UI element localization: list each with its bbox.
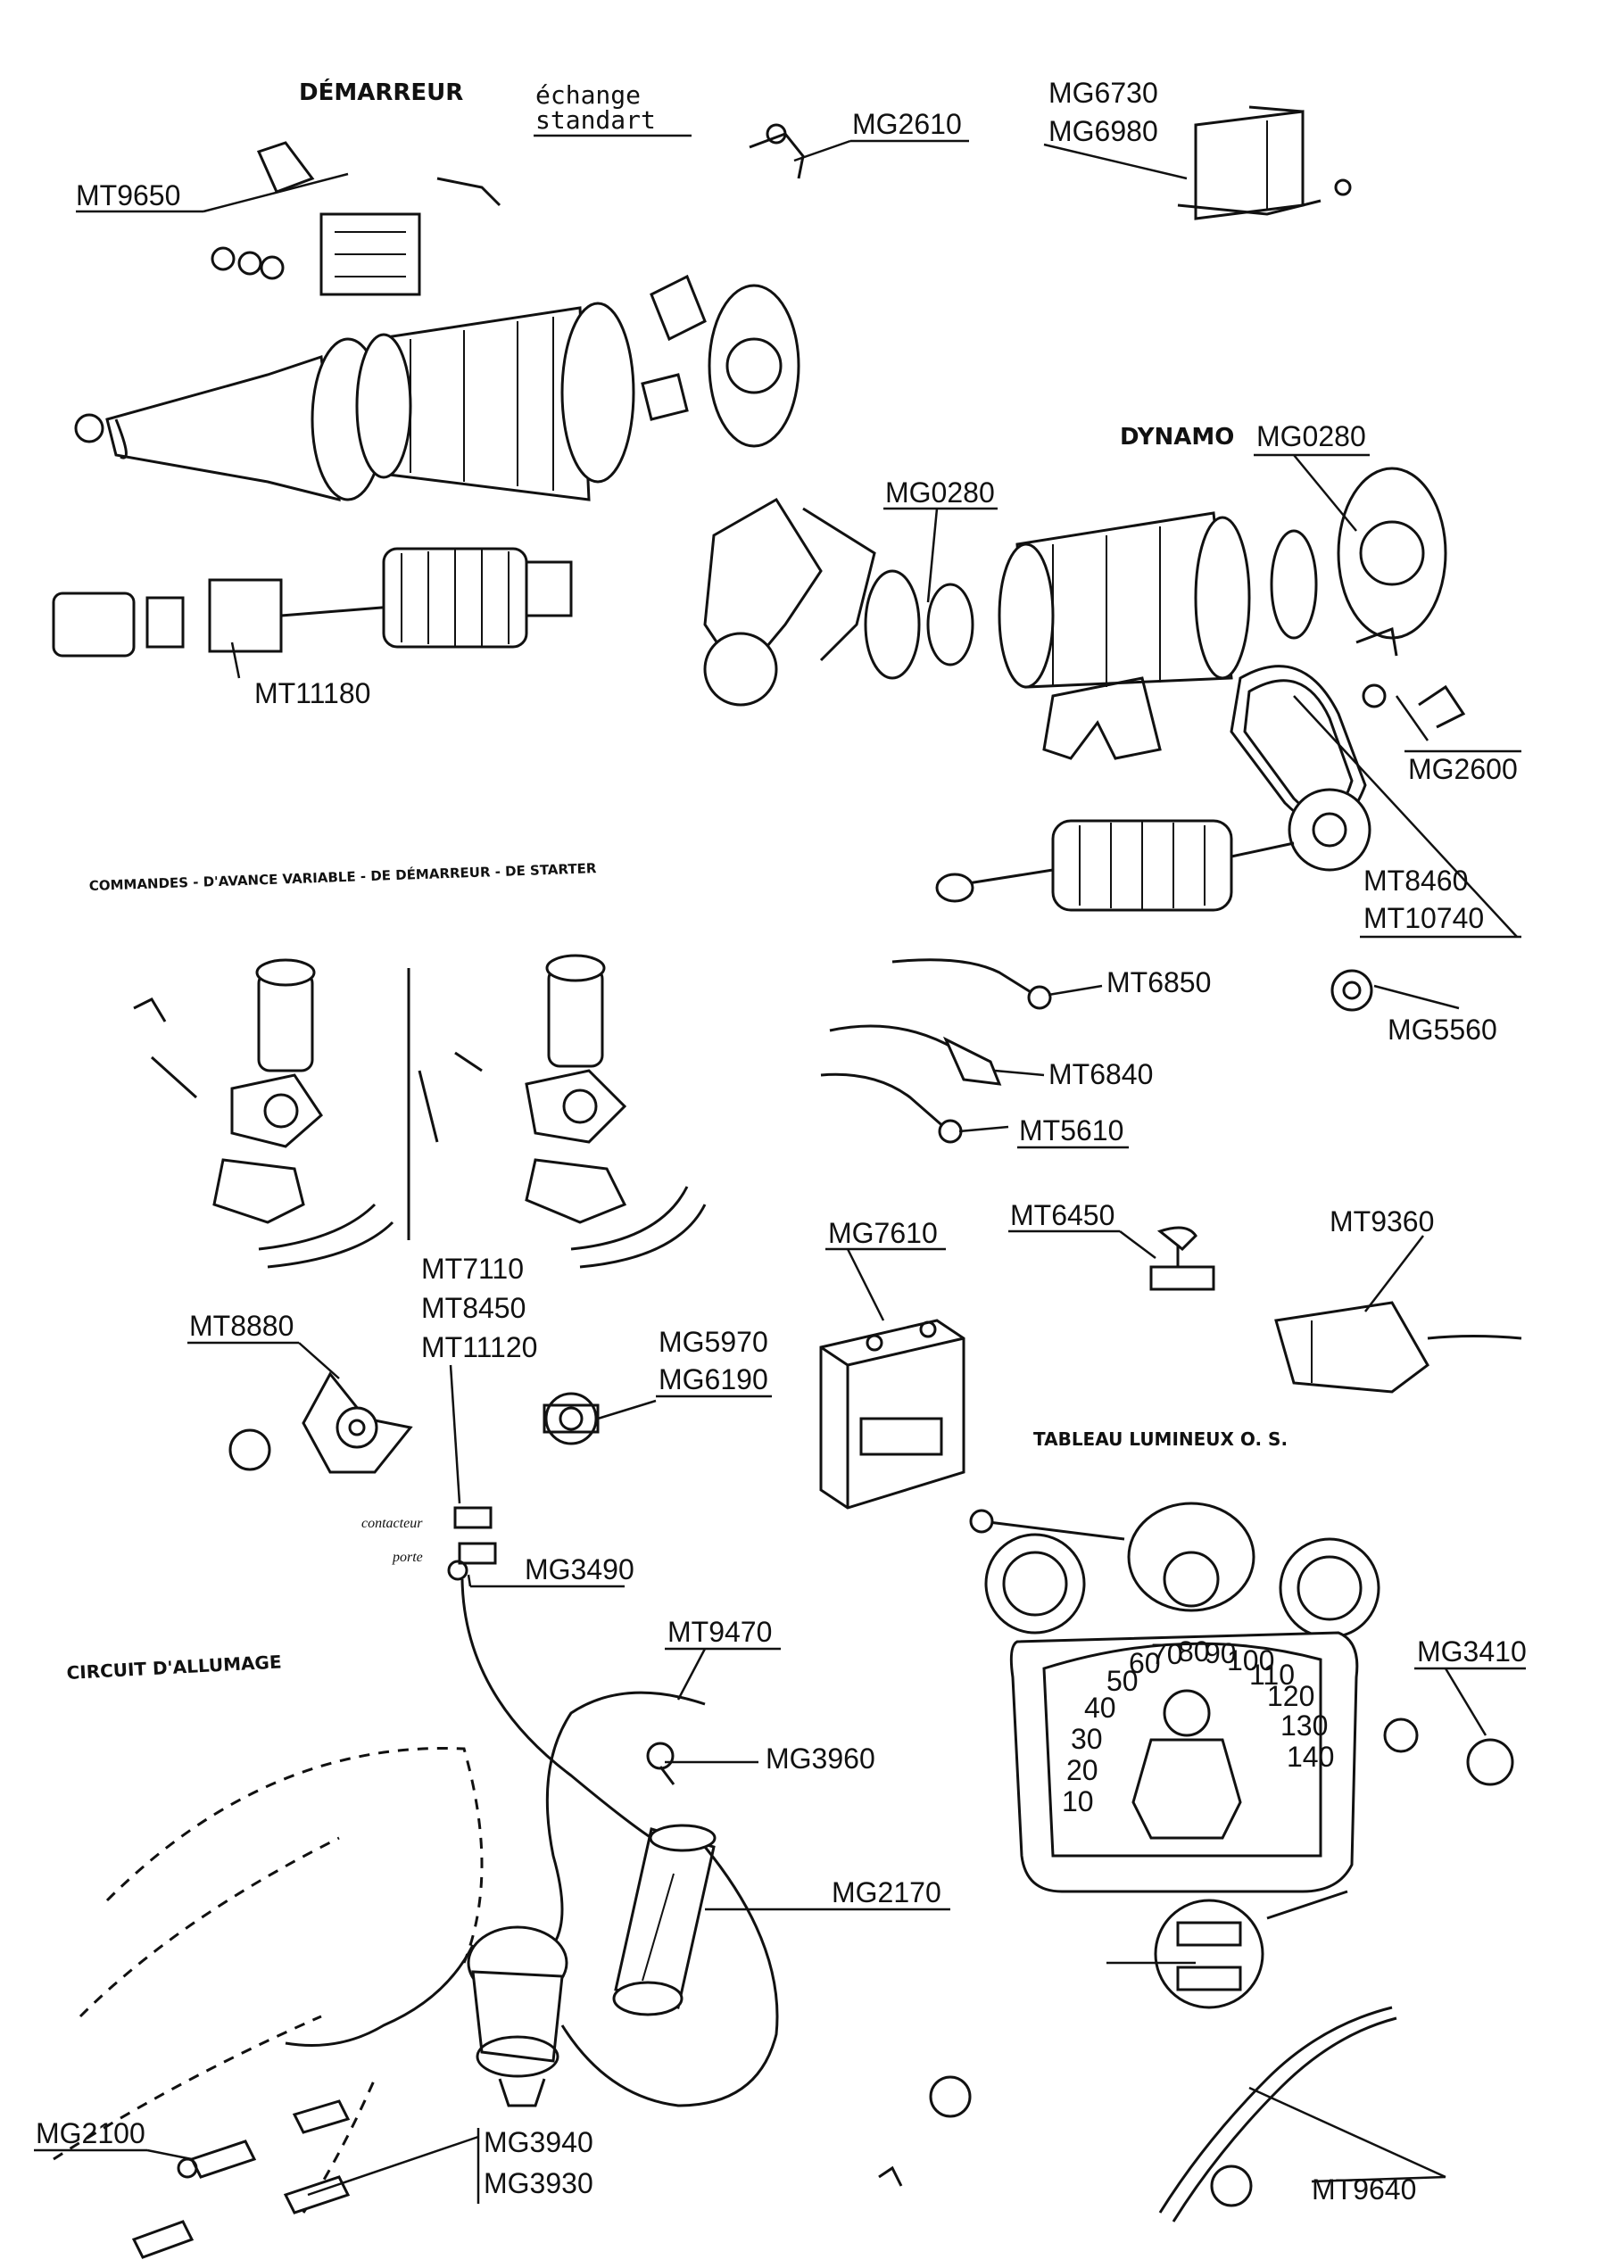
dial-number: 60 [1129, 1647, 1161, 1679]
part-label-mg2610: MG2610 [852, 108, 962, 140]
part-label-mg0280-top: MG0280 [1256, 420, 1366, 452]
part-label-mt6840: MT6840 [1048, 1058, 1153, 1090]
speedometer-cable-drawing [878, 2006, 1397, 2222]
part-label-mg3930: MG3930 [484, 2167, 593, 2199]
dynamo-small-parts-drawing [1355, 626, 1466, 729]
battery-drawing [819, 1319, 965, 1510]
switch-knob-drawing [1330, 969, 1373, 1012]
part-label-mt8460: MT8460 [1363, 865, 1468, 897]
exchange-label-line1: échange [535, 80, 641, 110]
dynamo-heading: DYNAMO [1120, 424, 1234, 451]
part-label-mt5610: MT5610 [1019, 1114, 1123, 1146]
part-label-mg3960: MG3960 [766, 1742, 875, 1775]
part-label-mt8880: MT8880 [189, 1310, 294, 1342]
part-label-mg2600: MG2600 [1408, 753, 1518, 785]
part-label-mg0280-mid: MG0280 [885, 476, 995, 509]
leader-lines [34, 139, 1526, 2204]
brush-spring-drawing [749, 123, 805, 179]
dial-number: 20 [1066, 1754, 1098, 1786]
part-label-mg5560: MG5560 [1388, 1014, 1497, 1046]
part-label-mt9360: MT9360 [1330, 1205, 1434, 1237]
engine-outline-dashed [53, 1746, 484, 2214]
dial-number: 10 [1062, 1785, 1094, 1817]
dial-number: 100 [1227, 1644, 1274, 1676]
relay-switch-drawing [1274, 1301, 1522, 1394]
speedometer-dial-numbers: 10 20 30 40 50 60 70 80 90 100 110 120 1… [1062, 1635, 1334, 1817]
advance-control-right-drawing [418, 954, 707, 1269]
part-label-mt11180: MT11180 [254, 677, 370, 709]
contacteur-label: contacteur [361, 1516, 423, 1531]
part-label-mg3490: MG3490 [525, 1553, 634, 1585]
part-label-mt8450: MT8450 [421, 1292, 526, 1324]
dial-number: 30 [1071, 1723, 1103, 1755]
starter-heading: DÉMARREUR [299, 78, 463, 106]
voltage-regulator-drawing [1177, 105, 1352, 220]
controls-heading: COMMANDES - D'AVANCE VARIABLE - DE DÉMAR… [88, 859, 597, 894]
dial-number: 140 [1287, 1741, 1334, 1773]
part-label-mt10740: MT10740 [1363, 902, 1484, 934]
part-label-mg6980: MG6980 [1048, 115, 1158, 147]
part-label-mt9470: MT9470 [667, 1616, 772, 1648]
dial-number: 50 [1106, 1665, 1139, 1697]
exchange-label-line2: standart [535, 105, 656, 135]
ignition-heading: CIRCUIT D'ALLUMAGE [66, 1651, 282, 1684]
part-label-mg6190: MG6190 [659, 1363, 768, 1395]
control-cables-drawing [820, 958, 1052, 1144]
ignition-coil-drawing [612, 1742, 717, 2016]
ignition-lock-drawing [228, 1371, 413, 1474]
part-label-mt9650: MT9650 [76, 179, 180, 211]
dashboard-instruments-drawing [969, 1502, 1514, 2009]
ignition-switch-drawing [543, 1392, 600, 1445]
part-label-mg5970: MG5970 [659, 1326, 768, 1358]
part-label-mt6850: MT6850 [1106, 966, 1211, 998]
distributor-drawing [467, 1925, 568, 2107]
starter-motor-drawing [74, 141, 800, 501]
dial-number: 90 [1205, 1637, 1237, 1669]
spark-plugs-drawing [131, 2099, 351, 2259]
dynamo-belt-and-armature-drawing [935, 665, 1371, 912]
dial-number: 130 [1280, 1709, 1328, 1742]
part-label-mg2100: MG2100 [36, 2117, 145, 2149]
part-label-mg7610: MG7610 [828, 1217, 938, 1249]
dashboard-heading: TABLEAU LUMINEUX O. S. [1033, 1428, 1288, 1450]
dial-number: 110 [1249, 1659, 1295, 1691]
dial-number: 70 [1151, 1638, 1183, 1670]
part-label-mt7110: MT7110 [421, 1253, 524, 1285]
porte-label: porte [392, 1550, 423, 1565]
part-label-mt6450: MT6450 [1010, 1199, 1114, 1231]
dial-number: 120 [1267, 1680, 1314, 1712]
part-label-mg6730: MG6730 [1048, 77, 1158, 109]
ignition-wires-drawing [285, 1578, 779, 2107]
part-label-mg2170: MG2170 [832, 1876, 941, 1908]
dynamo-drawing [703, 467, 1447, 760]
armature-drawing [52, 547, 573, 658]
dial-number: 80 [1178, 1635, 1210, 1668]
pull-switch-drawing [1149, 1226, 1215, 1291]
advance-control-left-drawing [133, 958, 394, 1269]
contactor-drawing [447, 1506, 497, 1581]
dial-number: 40 [1084, 1692, 1116, 1724]
part-label-mg3410: MG3410 [1417, 1635, 1527, 1668]
part-label-mt11120: MT11120 [421, 1331, 537, 1363]
part-label-mt9640: MT9640 [1312, 2173, 1416, 2206]
part-label-mg3940: MG3940 [484, 2126, 593, 2158]
